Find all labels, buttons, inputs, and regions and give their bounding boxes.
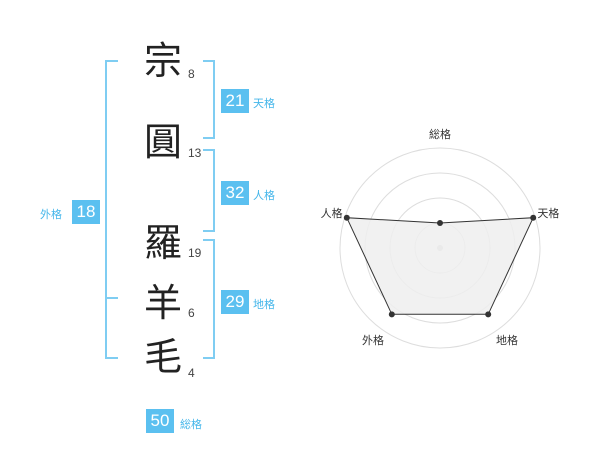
radar-point-4 bbox=[388, 311, 395, 318]
soukaku-label: 総格 bbox=[180, 418, 202, 431]
chikaku-label: 地格 bbox=[253, 298, 275, 311]
radar-area bbox=[345, 217, 535, 315]
radar-axis-label-4: 外格 bbox=[361, 334, 384, 348]
name-char-3: 羅 bbox=[143, 221, 182, 265]
tenkaku-value: 21 bbox=[221, 89, 249, 113]
radar-point-3 bbox=[485, 311, 492, 318]
jinkaku-bracket bbox=[203, 149, 215, 232]
jinkaku-label: 人格 bbox=[253, 189, 275, 202]
radar-point-1 bbox=[437, 220, 443, 226]
name-char-5: 毛 bbox=[143, 335, 182, 379]
name-char-1: 宗 bbox=[143, 39, 182, 83]
chikaku-bracket bbox=[203, 239, 215, 359]
radar-chart bbox=[339, 147, 541, 349]
stroke-count-4: 6 bbox=[188, 306, 195, 320]
radar-ring bbox=[339, 147, 541, 349]
jinkaku-value: 32 bbox=[221, 181, 249, 205]
stroke-count-2: 13 bbox=[188, 146, 202, 160]
radar-axis-label-2: 天格 bbox=[537, 206, 560, 220]
soukaku-value: 50 bbox=[146, 409, 174, 433]
radar-axis-label-5: 人格 bbox=[320, 206, 343, 220]
gaikaku-value: 18 bbox=[72, 200, 100, 224]
name-char-2: 圓 bbox=[143, 120, 182, 164]
stroke-count-5: 4 bbox=[188, 366, 195, 380]
radar-point-2 bbox=[530, 214, 537, 221]
name-char-4: 羊 bbox=[143, 281, 182, 325]
tenkaku-bracket bbox=[203, 60, 215, 139]
radar-point-5 bbox=[343, 214, 350, 221]
radar-points bbox=[343, 214, 537, 318]
radar-axis-label-3: 地格 bbox=[496, 334, 518, 348]
stroke-count-3: 19 bbox=[188, 246, 202, 260]
gaikaku-label: 外格 bbox=[40, 208, 62, 221]
stroke-count-1: 8 bbox=[188, 67, 195, 81]
tenkaku-label: 天格 bbox=[253, 97, 275, 110]
chikaku-value: 29 bbox=[221, 290, 249, 314]
gaikaku-bracket bbox=[105, 60, 118, 359]
radar-axis-label-1: 総格 bbox=[429, 128, 451, 141]
